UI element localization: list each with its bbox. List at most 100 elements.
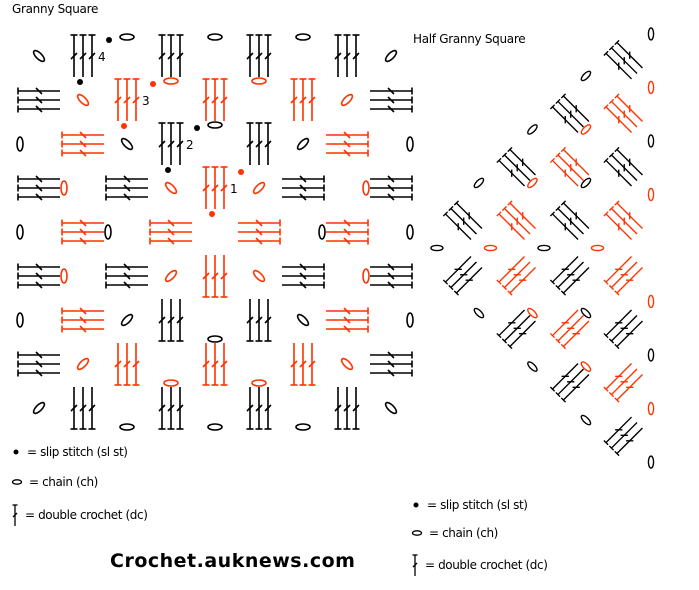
double-crochet-stitch: [176, 122, 184, 165]
double-crochet-stitch: [176, 299, 184, 342]
double-crochet-stitch: [668, 361, 698, 391]
chain-stitch: [16, 136, 24, 152]
dc-group-round-2: [657, 147, 698, 188]
chain-stitch: [318, 224, 326, 240]
legend-chain-label: = chain (ch): [29, 475, 98, 489]
double-crochet-stitch: [663, 367, 693, 397]
double-crochet-stitch: [560, 320, 590, 350]
double-crochet-stitch: [282, 263, 325, 271]
legend-chain-right: = chain (ch): [411, 526, 498, 540]
dc-group-round-4: [70, 34, 96, 77]
double-crochet-stitch: [496, 157, 525, 187]
dc-group-round-4: [370, 87, 413, 113]
double-crochet-icon: [12, 504, 18, 526]
double-crochet-stitch: [657, 40, 687, 70]
chain-stitch: [580, 177, 592, 189]
chain-stitch: [16, 224, 24, 240]
double-crochet-stitch: [105, 281, 148, 289]
chain-stitch: [32, 49, 46, 63]
dc-group-round-3: [61, 131, 104, 157]
chain-stitch: [647, 294, 655, 309]
double-crochet-stitch: [549, 157, 579, 187]
double-crochet-stitch: [343, 34, 351, 77]
round-number-label: 1: [230, 182, 238, 196]
double-crochet-stitch: [299, 343, 307, 386]
double-crochet-stitch: [123, 78, 131, 121]
double-crochet-stitch: [326, 219, 369, 227]
double-crochet-stitch: [238, 237, 281, 245]
dc-group-round-2: [282, 263, 325, 289]
dc-group-round-1: [657, 254, 698, 295]
double-crochet-stitch: [603, 416, 633, 446]
double-crochet-stitch: [158, 387, 166, 430]
double-crochet-stitch: [663, 206, 693, 236]
double-crochet-stitch: [17, 281, 60, 289]
dc-group-round-3: [202, 78, 228, 121]
dc-group-round-4: [603, 39, 643, 80]
dc-group-round-2: [105, 263, 148, 289]
double-crochet-stitch: [370, 105, 413, 113]
double-crochet-stitch: [549, 256, 579, 285]
double-crochet-stitch: [608, 315, 638, 344]
dc-group-round-3: [290, 343, 316, 386]
double-crochet-stitch: [61, 131, 104, 139]
double-crochet-stitch: [246, 299, 254, 342]
double-crochet-stitch: [352, 34, 360, 77]
chain-stitch: [384, 401, 398, 415]
chain-stitch: [362, 180, 370, 196]
double-crochet-stitch: [176, 34, 184, 77]
dc-group-round-1: [603, 200, 643, 240]
double-crochet-stitch: [608, 261, 638, 291]
chain-stitch: [76, 357, 90, 371]
dc-group-round-3: [202, 343, 228, 386]
dc-group-round-3: [549, 146, 590, 187]
chain-stitch: [163, 379, 179, 387]
watermark: Crochet.auknews.com: [110, 550, 356, 572]
slip-stitch-mark: [238, 169, 244, 175]
chain-stitch: [164, 269, 178, 283]
chain-icon: [411, 530, 423, 536]
chain-stitch: [527, 361, 538, 372]
chain-stitch: [120, 313, 134, 327]
double-crochet-stitch: [220, 78, 228, 121]
dc-group-round-4: [246, 387, 272, 430]
dc-group-round-4: [496, 146, 536, 187]
dc-group-round-4: [70, 387, 96, 430]
dc-group-round-4: [17, 263, 60, 289]
double-crochet-stitch: [17, 369, 60, 377]
dc-group-round-3: [326, 307, 369, 333]
double-crochet-stitch: [17, 105, 60, 113]
double-crochet-stitch: [282, 175, 325, 183]
double-crochet-stitch: [501, 315, 531, 344]
double-crochet-stitch: [282, 184, 325, 192]
double-crochet-stitch: [370, 369, 413, 377]
dc-group-round-2: [603, 309, 643, 350]
dc-group-round-3: [496, 200, 536, 240]
double-crochet-stitch: [501, 205, 531, 235]
double-crochet-stitch: [246, 387, 254, 430]
double-crochet-stitch: [114, 343, 122, 386]
chain-stitch: [104, 224, 112, 240]
chain-stitch: [647, 80, 655, 95]
double-crochet-stitch: [370, 96, 413, 104]
legend-slip-stitch-label: = slip stitch (sl st): [427, 498, 528, 512]
double-crochet-stitch: [17, 96, 60, 104]
dc-group-round-3: [657, 361, 698, 402]
double-crochet-stitch: [657, 319, 687, 349]
double-crochet-stitch: [132, 78, 140, 121]
double-crochet-stitch: [326, 325, 369, 333]
double-crochet-stitch: [255, 299, 263, 342]
chain-stitch: [406, 224, 414, 240]
dc-group-round-3: [61, 307, 104, 333]
double-crochet-stitch: [370, 351, 413, 359]
double-crochet-stitch: [555, 205, 584, 235]
double-crochet-stitch: [61, 228, 104, 236]
double-crochet-stitch: [614, 266, 643, 296]
chain-stitch: [537, 244, 551, 252]
double-crochet-stitch: [167, 387, 175, 430]
double-crochet-stitch: [663, 153, 693, 183]
double-crochet-stitch: [264, 299, 272, 342]
double-crochet-stitch: [560, 200, 590, 230]
slip-stitch-mark: [106, 37, 112, 43]
double-crochet-stitch: [603, 104, 633, 133]
